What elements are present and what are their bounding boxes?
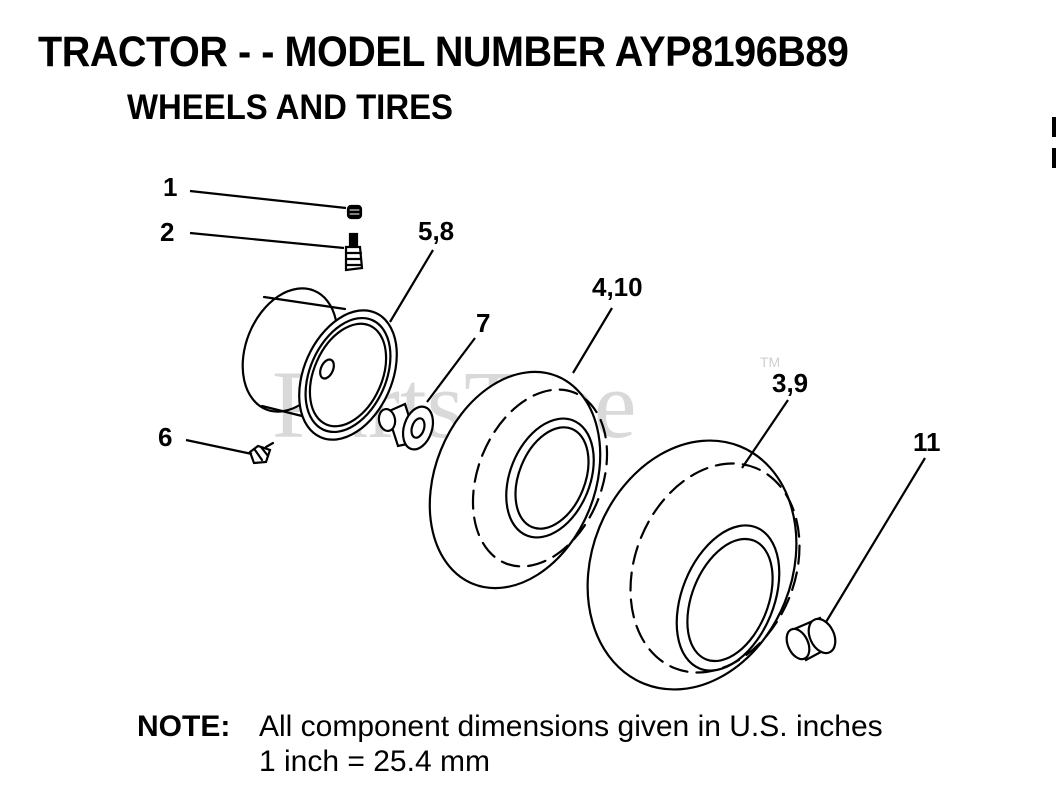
leader-line-2 bbox=[189, 231, 345, 250]
note-conversion-text: 1 inch = 25.4 mm bbox=[259, 745, 490, 778]
callout-5-8: 5,8 bbox=[418, 216, 454, 246]
leader-line-4-10 bbox=[572, 307, 613, 374]
page-title: TRACTOR - - MODEL NUMBER AYP8196B89 bbox=[38, 28, 849, 76]
callout-4-10: 4,10 bbox=[592, 272, 643, 302]
section-subtitle: WHEELS AND TIRES bbox=[127, 88, 453, 127]
callout-6: 6 bbox=[158, 422, 172, 452]
leader-line-5-8 bbox=[389, 249, 434, 323]
leader-lines bbox=[185, 189, 926, 623]
edge-mark-top bbox=[1052, 117, 1056, 137]
leader-line-7 bbox=[426, 337, 476, 403]
part-2-valve-stem bbox=[344, 232, 364, 272]
part-4-10-front-tire bbox=[428, 370, 609, 590]
part-7-bushing bbox=[377, 402, 435, 451]
leader-line-3-9 bbox=[741, 399, 789, 469]
callout-3-9: 3,9 bbox=[772, 368, 808, 398]
leader-line-1 bbox=[189, 189, 347, 210]
edge-mark-bottom bbox=[1052, 148, 1056, 168]
part-1-valve-cap bbox=[346, 204, 363, 220]
part-5-8-wheel-rim bbox=[241, 287, 398, 441]
callout-7: 7 bbox=[476, 308, 490, 338]
note-label: NOTE: bbox=[137, 710, 231, 743]
part-3-9-rear-tire bbox=[586, 439, 801, 691]
note-dimensions-text: All component dimensions given in U.S. i… bbox=[259, 710, 883, 743]
callout-2: 2 bbox=[160, 217, 174, 247]
watermark-trademark: TM bbox=[760, 354, 780, 370]
part-11-hub-cap bbox=[785, 616, 837, 662]
part-6-lug-bolt bbox=[248, 441, 275, 465]
leader-line-11 bbox=[825, 457, 926, 623]
callout-11: 11 bbox=[913, 427, 941, 457]
leader-line-6 bbox=[185, 438, 253, 456]
callout-1: 1 bbox=[163, 172, 177, 202]
